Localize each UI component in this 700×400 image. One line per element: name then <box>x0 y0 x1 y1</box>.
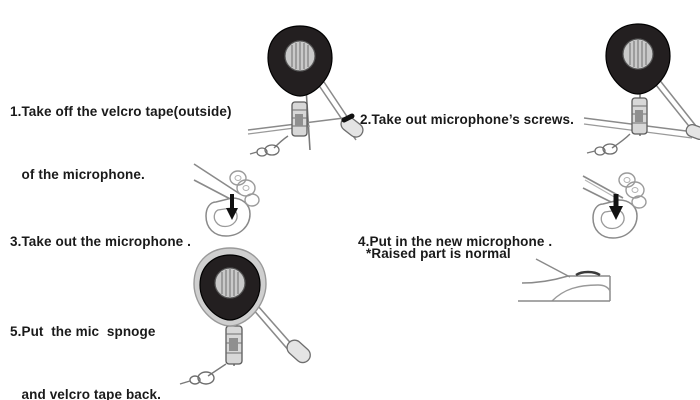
mic-clip-connector <box>179 363 227 385</box>
step-2-figure <box>582 18 700 158</box>
mic-grille-icon <box>284 40 316 72</box>
mic-body-cylinder <box>291 101 308 137</box>
step-1-line-2: of the microphone. <box>10 166 145 182</box>
mic-head <box>605 23 671 95</box>
step-2-line-1: 2.Take out microphone’s screws. <box>360 111 574 127</box>
mic-clip-connector <box>249 135 289 157</box>
screwdriver-icon <box>685 123 700 141</box>
removal-arrow-icon <box>226 194 238 220</box>
mic-head <box>199 254 261 321</box>
mic-body-cylinder <box>225 325 243 365</box>
screwdriver-icon <box>286 339 311 364</box>
step-1-text: 1.Take off the velcro tape(outside) of t… <box>10 60 232 227</box>
step-5-line-1: 5.Put the mic spnoge <box>10 323 156 339</box>
step-1-figure <box>247 22 378 157</box>
raised-part-profile <box>518 270 611 302</box>
capsule-housing-outline <box>205 197 251 237</box>
mic-grille-icon <box>214 267 246 299</box>
capsule-screw-rings <box>618 172 647 209</box>
step-1-line-1: 1.Take off the velcro tape(outside) <box>10 103 232 119</box>
mic-clip-connector <box>586 133 631 156</box>
step-2-text: 2.Take out microphone’s screws. <box>360 68 574 173</box>
note-figure <box>518 253 688 315</box>
step-3-line-1: 3.Take out the microphone . <box>10 233 191 249</box>
insertion-arrow-icon <box>609 194 623 220</box>
callout-leader-line <box>535 258 571 278</box>
mic-grille-icon <box>622 38 654 70</box>
step-3-figure <box>192 158 287 243</box>
step-5-figure <box>178 247 318 393</box>
step-5-text: 5.Put the mic spnoge and velcro tape bac… <box>10 280 161 400</box>
step-4-line-1: 4.Put in the new microphone . <box>358 233 553 249</box>
step-4-figure <box>582 158 678 243</box>
step-4-text: 4.Put in the new microphone . <box>358 190 552 295</box>
mic-head <box>267 25 333 97</box>
step-3-text: 3.Take out the microphone . <box>10 190 191 295</box>
step-5-line-2: and velcro tape back. <box>10 386 161 400</box>
capsule-screw-rings <box>229 170 260 207</box>
mic-body-cylinder <box>631 97 648 135</box>
note-raised-part-text: *Raised part is normal <box>366 246 511 261</box>
screwdriver-icon <box>340 113 364 138</box>
